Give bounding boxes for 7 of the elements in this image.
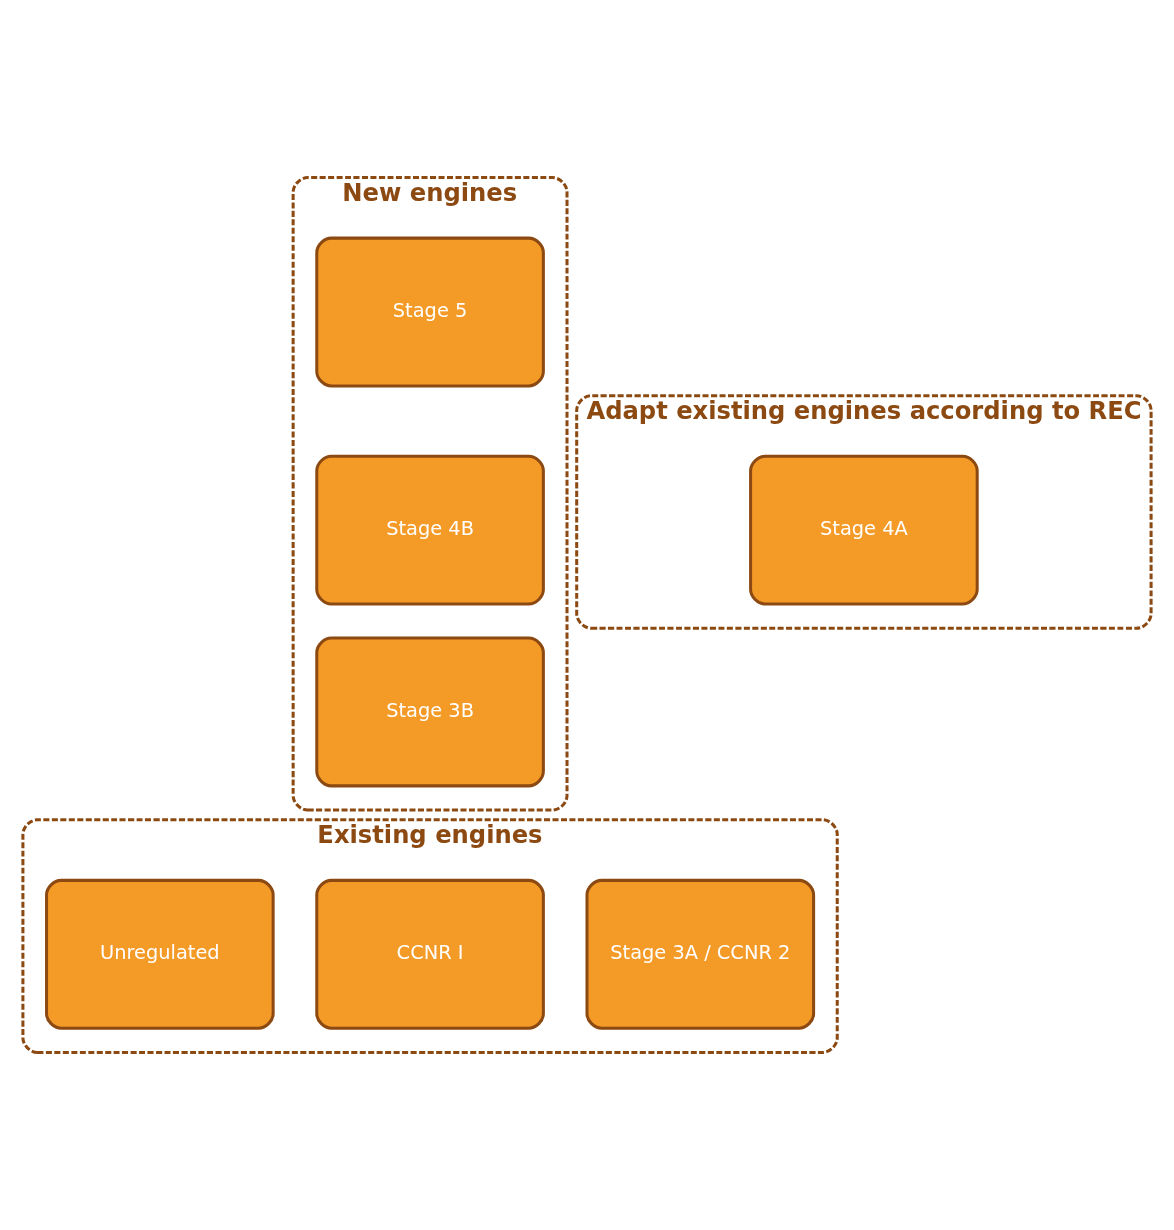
node-box: Stage 3A / CCNR 2	[585, 878, 816, 1030]
node-box: Stage 4A	[749, 454, 979, 606]
node-box: Stage 5	[315, 236, 545, 388]
node-box: Unregulated	[45, 878, 275, 1030]
node-box: CCNR I	[315, 878, 545, 1030]
node-box: Stage 3B	[315, 636, 545, 788]
node-box: Stage 4B	[315, 454, 545, 606]
